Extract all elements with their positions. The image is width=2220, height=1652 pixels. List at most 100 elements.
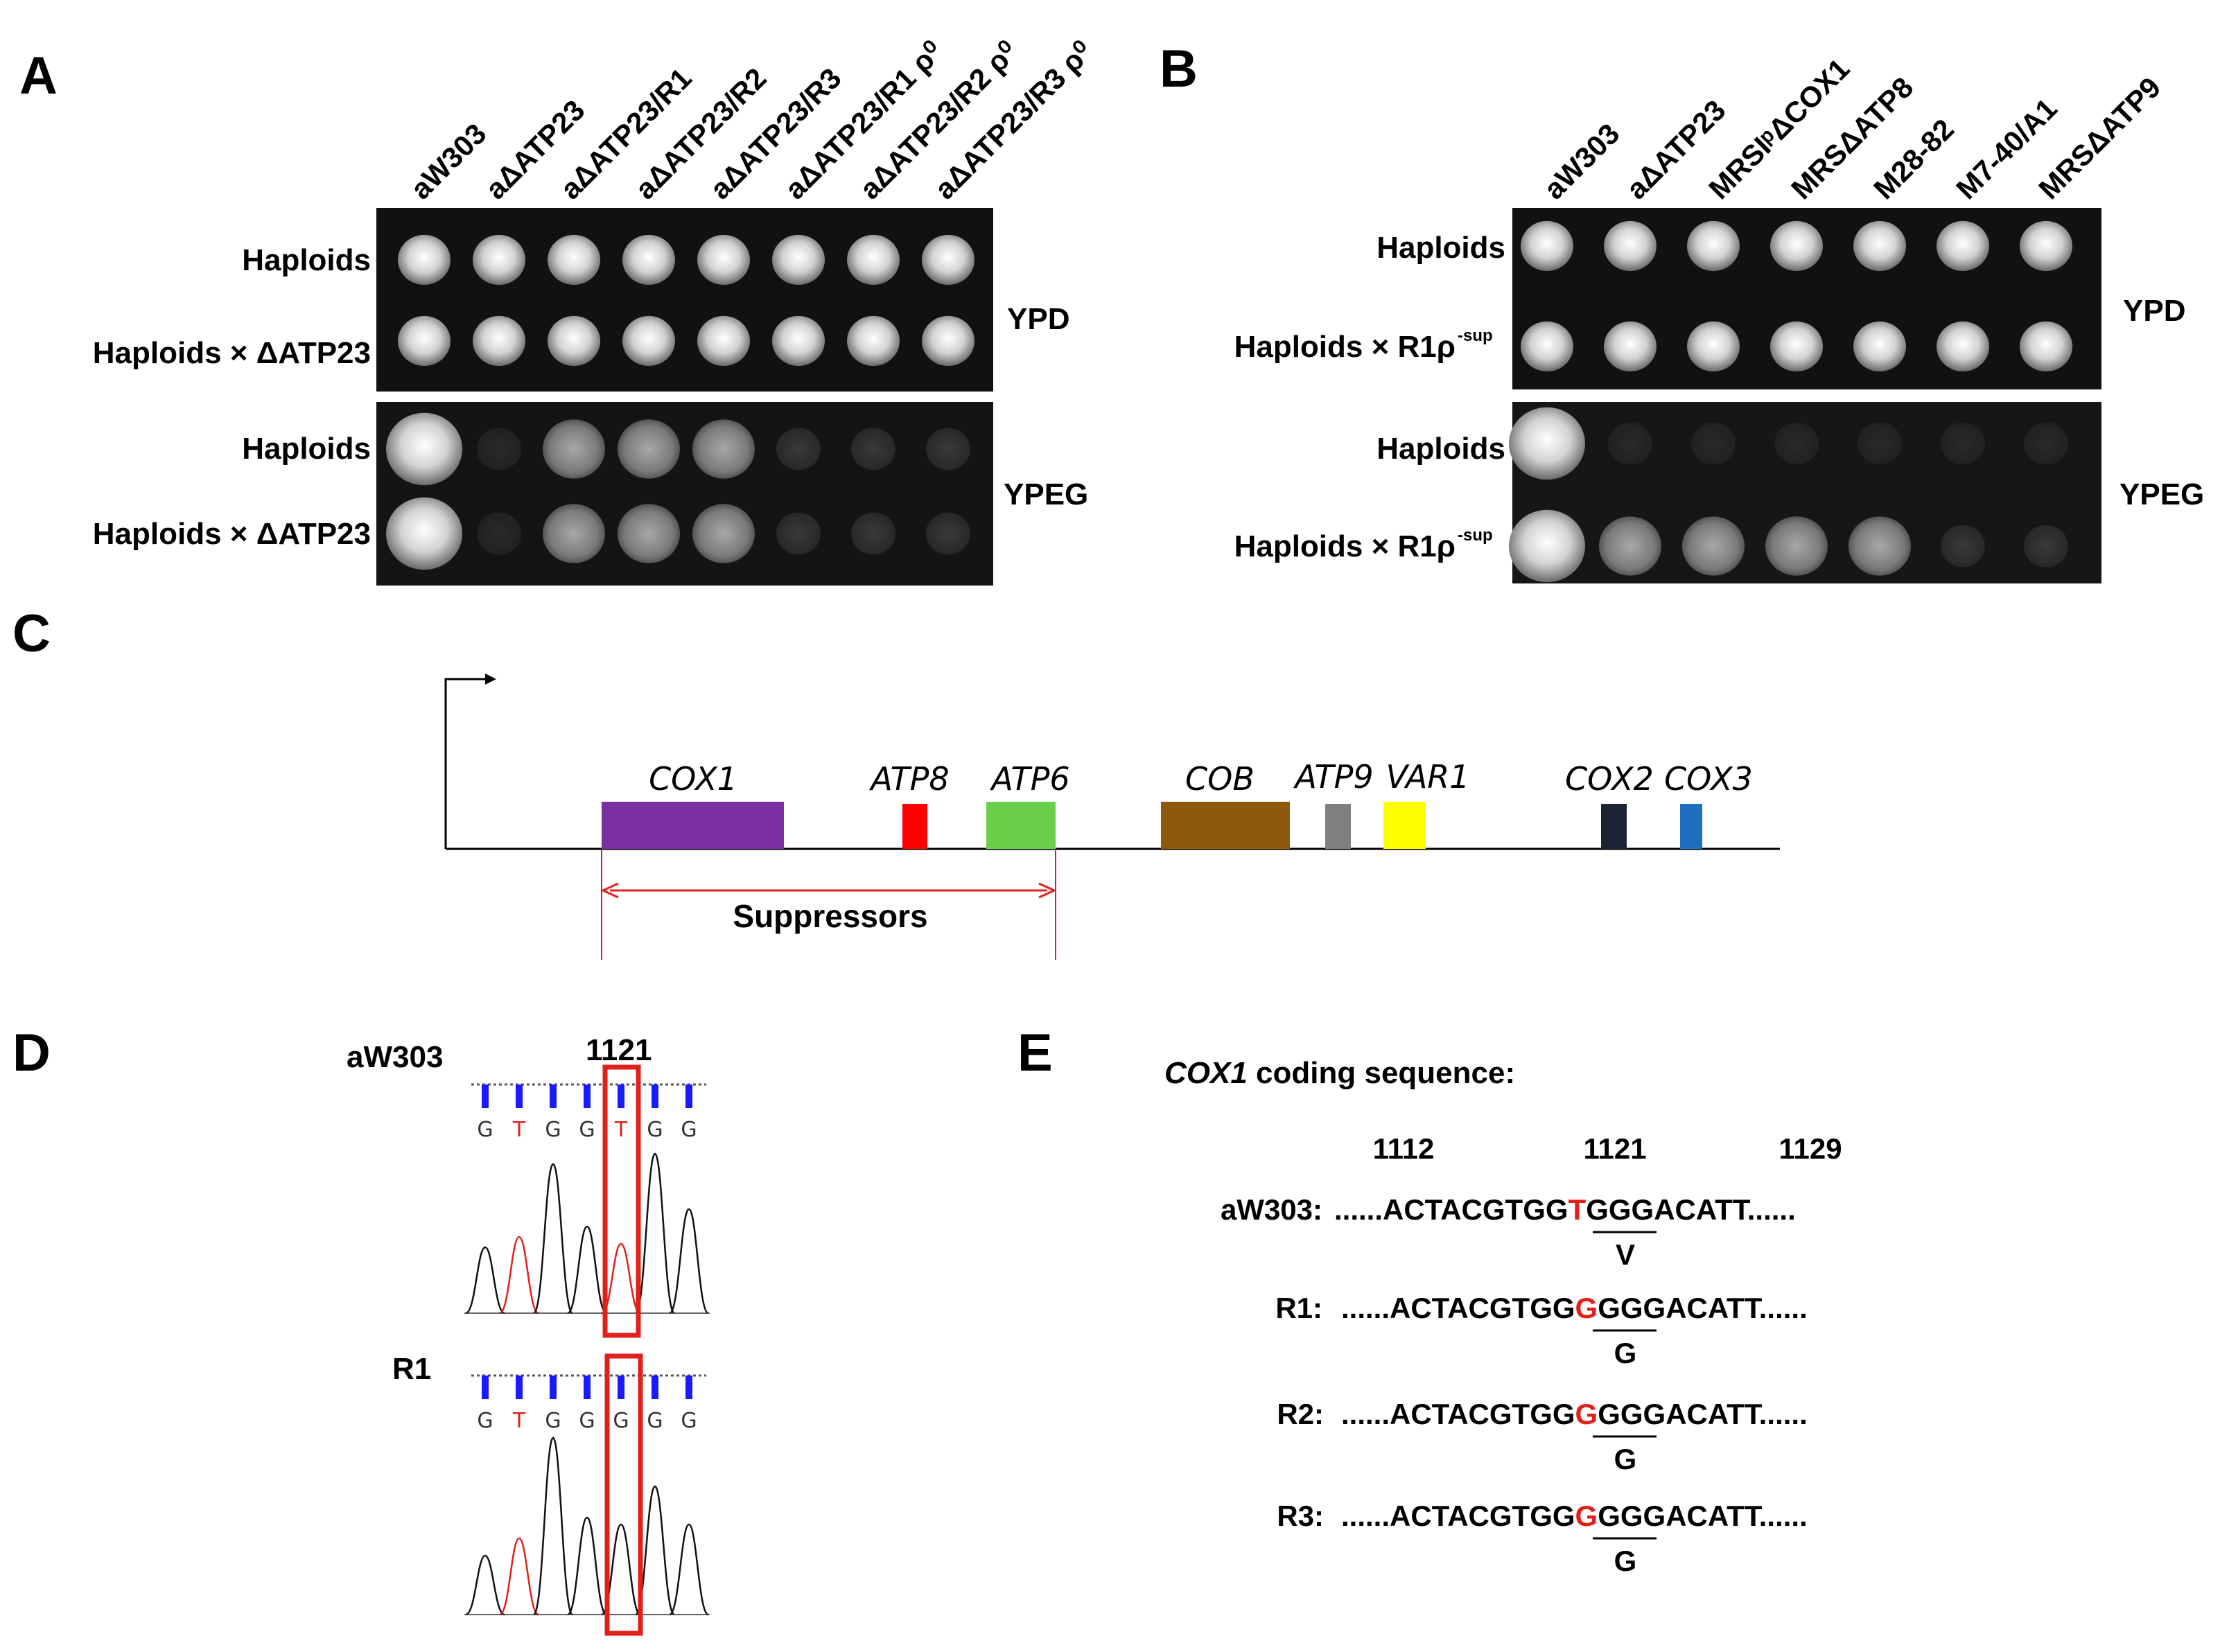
panel-a-ypd-colony-spot	[398, 315, 451, 367]
panel-b-ypd-colony-spot	[1604, 220, 1657, 272]
panel-b-row-label: Haploids	[1376, 432, 1505, 466]
aw303-peak	[668, 1208, 710, 1315]
r1-base-call: T	[512, 1409, 526, 1433]
strain-label-r1: R1	[392, 1352, 431, 1386]
panel-b-ypeg-colony-spot	[1774, 422, 1819, 465]
panel-b-ypeg-colony-spot	[1765, 516, 1828, 576]
aw303-base-bar	[550, 1084, 557, 1108]
panel-b-ypeg-colony-spot	[1858, 422, 1902, 465]
sequence-suffix: GGGACATT......	[1598, 1398, 1808, 1430]
panel-a-ypd-colony-spot	[847, 234, 900, 285]
sequence-row: ......ACTACGTGGTGGGACATT......	[1334, 1193, 1796, 1226]
panel-b-ypd-colony-spot	[1937, 220, 1989, 272]
panel-a-ypd-colony-spot	[922, 234, 974, 285]
r1-base-bar	[482, 1376, 489, 1399]
panel-a-ypeg-colony-spot	[851, 512, 895, 555]
panel-a-ypd-colony-spot	[847, 315, 900, 367]
sequence-prefix: ......ACTACGTGG	[1341, 1398, 1575, 1430]
panel-a-ypd-colony-spot	[772, 315, 825, 367]
panel-a-ypeg-colony-spot	[386, 412, 462, 486]
aw303-base-call: G	[647, 1118, 663, 1142]
r1-base-call: G	[477, 1409, 493, 1433]
gene-label: COX3	[1664, 760, 1753, 798]
gene-var1	[1383, 802, 1426, 849]
gene-label: VAR1	[1386, 758, 1469, 796]
panel-a-row-label: Haploids	[242, 243, 371, 277]
panel-c-genome-map: COX1 ATP8 ATP6 COB ATP9 VAR1 COX2 COX3 S…	[444, 674, 1780, 960]
panel-b-row-superscript: -sup	[1458, 326, 1493, 345]
panel-label-e: E	[1017, 1023, 1053, 1082]
panel-a-ypd-colony-spot	[697, 315, 750, 367]
aw303-base-bar	[685, 1084, 692, 1108]
panel-b-ypeg-colony-spot	[2024, 525, 2068, 568]
aw303-peak	[532, 1163, 574, 1315]
panel-a-column-label: aΔATP23/R2	[629, 62, 773, 206]
gene-label: ATP6	[989, 760, 1069, 798]
gene-atp8	[902, 804, 927, 849]
aw303-base-call: G	[545, 1118, 561, 1142]
amino-acid: V	[1616, 1238, 1635, 1271]
r1-base-bar	[584, 1376, 591, 1399]
panel-a-ypeg-colony-spot	[386, 497, 462, 570]
mutation-base: T	[1568, 1193, 1587, 1226]
sequence-row-label: aW303:	[1221, 1193, 1322, 1226]
panel-a: aW303aΔATP23aΔATP23/R1aΔATP23/R2aΔATP23/…	[93, 35, 1099, 586]
panel-a-column-label: aW303	[404, 117, 492, 205]
highlight-box-aw303	[602, 1064, 641, 1338]
position-1121: 1121	[1583, 1132, 1646, 1165]
promoter-arrow	[444, 678, 485, 849]
aw303-peak	[499, 1236, 539, 1315]
gene-label: ATP9	[1293, 758, 1373, 796]
plate-a-ypd	[376, 208, 993, 392]
panel-b-medium-ypeg: YPEG	[2120, 477, 2204, 511]
sequence-suffix: GGGACATT......	[1598, 1292, 1808, 1324]
panel-a-ypeg-colony-spot	[776, 512, 821, 555]
panel-b-column-label: MRSΔATP9	[2032, 71, 2167, 205]
panel-a-medium-ypd: YPD	[1007, 302, 1069, 336]
sequence-suffix: GGGACATT......	[1598, 1500, 1808, 1532]
r1-base-call: G	[681, 1409, 697, 1433]
panel-a-column-label: aΔATP23/R1	[554, 62, 698, 206]
panel-b-ypeg-colony-spot	[1599, 516, 1661, 576]
panel-b-ypeg-colony-spot	[1941, 422, 1985, 465]
amino-acid: G	[1614, 1443, 1637, 1475]
suppressors-label: Suppressors	[733, 898, 927, 934]
panel-b-ypd-colony-spot	[1521, 220, 1573, 272]
panel-a-ypeg-colony-spot	[618, 504, 680, 563]
aw303-base-bar	[584, 1084, 591, 1108]
sequence-row-label: R1:	[1275, 1292, 1322, 1324]
panel-b-ypd-colony-spot	[1604, 321, 1657, 372]
aw303-base-bar	[652, 1084, 658, 1108]
panel-a-ypd-colony-spot	[473, 234, 525, 285]
panel-a-ypeg-colony-spot	[776, 428, 821, 471]
panel-a-ypd-colony-spot	[622, 234, 675, 285]
gene-cox3	[1680, 804, 1702, 849]
panel-a-ypd-colony-spot	[922, 315, 974, 367]
r1-peak	[566, 1516, 608, 1616]
sequence-row: ......ACTACGTGGGGGGACATT......	[1341, 1398, 1808, 1430]
panel-a-medium-ypeg: YPEG	[1004, 477, 1088, 511]
panel-b-ypd-colony-spot	[1770, 321, 1823, 372]
aw303-base-call: G	[477, 1118, 493, 1142]
panel-a-ypeg-colony-spot	[477, 512, 521, 555]
sequence-title: COX1 coding sequence:	[1164, 1056, 1515, 1090]
aw303-base-call: G	[681, 1118, 697, 1142]
panel-label-a: A	[19, 46, 58, 105]
r1-peak	[499, 1537, 539, 1616]
panel-a-column-labels: aW303aΔATP23aΔATP23/R1aΔATP23/R2aΔATP23/…	[404, 35, 1099, 205]
position-label-1121: 1121	[586, 1033, 652, 1067]
panel-a-ypd-colony-spot	[622, 315, 675, 367]
panel-b-row-superscript: -sup	[1458, 526, 1493, 545]
panel-b-ypeg-colony-spot	[1509, 509, 1585, 583]
aw303-peak	[567, 1225, 607, 1315]
sequence-rows: aW303:......ACTACGTGGTGGGACATT......VR1:…	[1221, 1193, 1808, 1577]
sequence-row: ......ACTACGTGGGGGGACATT......	[1341, 1292, 1808, 1324]
panel-label-d: D	[12, 1023, 51, 1082]
panel-a-ypd-colony-spot	[398, 234, 451, 285]
sequence-row: ......ACTACGTGGGGGGACATT......	[1341, 1500, 1808, 1532]
sequence-row-label: R3:	[1277, 1500, 1324, 1532]
gene-label: ATP8	[868, 760, 949, 798]
panel-b-ypd-colony-spot	[1853, 321, 1906, 372]
